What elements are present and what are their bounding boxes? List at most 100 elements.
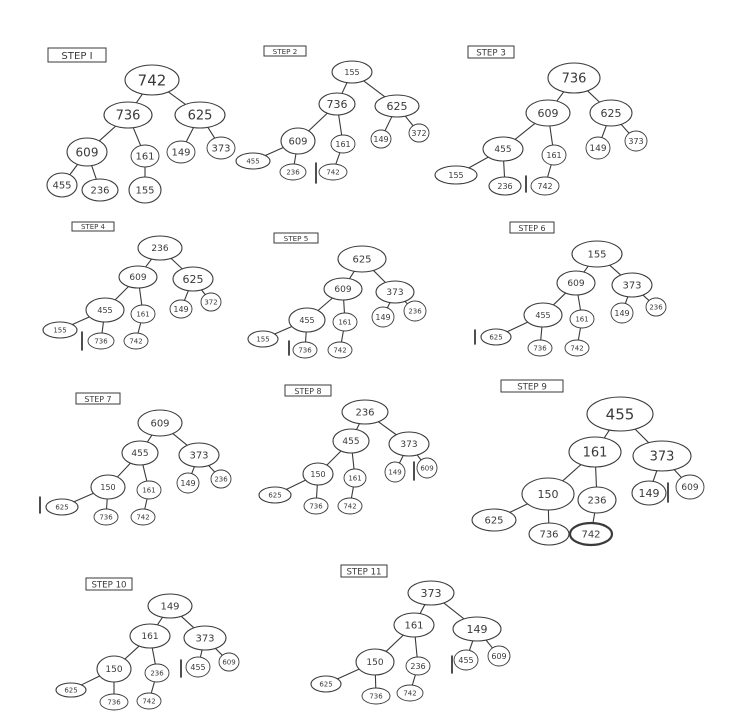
node-value: 736 (94, 338, 108, 346)
node-value: 736 (533, 345, 547, 353)
heap-node: 236 (144, 663, 170, 683)
tree-edge (185, 127, 195, 143)
heap-node: 609 (487, 645, 511, 667)
node-circle (675, 474, 705, 500)
heap-node: 455 (453, 649, 479, 671)
node-circle (258, 486, 292, 504)
node-circle (388, 431, 430, 457)
tree-edge (124, 645, 140, 660)
step-label-box (71, 221, 115, 232)
tree-edge (547, 164, 552, 178)
heap-node: 373 (611, 272, 653, 298)
node-value: 372 (204, 299, 217, 307)
tree-edge (170, 257, 183, 270)
node-value: 149 (614, 309, 629, 318)
heap-node: 373 (624, 130, 648, 152)
node-circle (46, 172, 78, 198)
node-circle (632, 440, 692, 472)
heap-node: 609 (556, 270, 596, 296)
node-value: 236 (286, 169, 300, 177)
node-value: 161 (141, 632, 158, 642)
heap-node: 609 (525, 99, 571, 127)
node-circle (137, 235, 183, 261)
tree-edge (372, 269, 387, 284)
node-circle (200, 292, 222, 312)
heap-node: 161 (393, 612, 435, 638)
node-value: 373 (628, 137, 643, 146)
tree-edge (503, 160, 506, 178)
heap-node: 149 (631, 480, 667, 506)
node-value: 155 (344, 68, 359, 77)
node-value: 625 (64, 687, 77, 695)
heap-node: 609 (416, 457, 438, 479)
step-label: STEP 5 (273, 232, 319, 244)
node-value: 150 (100, 483, 115, 492)
node-circle (610, 302, 634, 324)
heap-node: 155 (42, 321, 78, 339)
node-value: 455 (299, 316, 314, 325)
tree-edge (293, 153, 297, 165)
step-label-box (47, 47, 107, 63)
step-label-text: STEP 2 (273, 47, 298, 56)
tree-edge (385, 634, 404, 653)
tree-edge (624, 296, 629, 305)
node-circle (292, 341, 318, 359)
node-value: 455 (494, 145, 511, 155)
tree-edge (137, 322, 142, 334)
node-value: 609 (538, 107, 559, 120)
node-value: 155 (53, 327, 66, 335)
node-value: 625 (319, 681, 332, 689)
node-value: 609 (150, 419, 169, 430)
heap-node: 625 (258, 486, 292, 504)
node-value: 609 (420, 465, 433, 473)
heap-node: 161 (343, 468, 367, 488)
node-circle (96, 655, 132, 683)
node-circle (453, 649, 479, 671)
step-label-text: STEP 11 (346, 568, 381, 578)
node-value: 161 (575, 316, 588, 324)
tree-edge (116, 462, 131, 478)
heap-node: 155 (247, 330, 279, 348)
step-label-box (284, 384, 332, 397)
node-circle (393, 612, 435, 638)
node-value: 742 (142, 698, 155, 706)
node-value: 609 (681, 483, 698, 493)
heap-node: 625 (310, 675, 342, 693)
heap-node: 236 (137, 235, 183, 261)
node-circle (527, 339, 553, 357)
node-value: 625 (601, 107, 622, 120)
tree-edge (335, 152, 341, 165)
heap-node: 373 (375, 280, 415, 304)
node-circle (405, 656, 431, 676)
step-label-box (85, 577, 133, 591)
tree-edge (509, 503, 529, 513)
node-circle (586, 396, 654, 432)
node-circle (176, 472, 200, 494)
tree-edge (200, 289, 206, 296)
node-value: 161 (338, 319, 351, 327)
heap-node: 736 (361, 687, 391, 705)
heap-node: 373 (632, 440, 692, 472)
node-value: 161 (583, 446, 608, 461)
heap-node: 161 (569, 309, 595, 329)
node-value: 742 (326, 169, 339, 177)
heap-node: 372 (200, 292, 222, 312)
heap-node: 149 (176, 472, 200, 494)
tree-edge (172, 432, 188, 446)
heap-node: 455 (235, 152, 271, 170)
node-circle (645, 297, 667, 317)
heap-node: 155 (571, 240, 623, 268)
tree-edge (138, 287, 143, 306)
node-value: 742 (333, 347, 346, 355)
tree-edge (180, 615, 195, 629)
node-value: 373 (189, 451, 208, 462)
node-value: 373 (421, 587, 442, 600)
tree-edge (98, 125, 117, 142)
node-circle (280, 127, 316, 155)
heap-node: 161 (129, 623, 171, 649)
node-circle (130, 508, 156, 526)
node-circle (136, 480, 162, 500)
